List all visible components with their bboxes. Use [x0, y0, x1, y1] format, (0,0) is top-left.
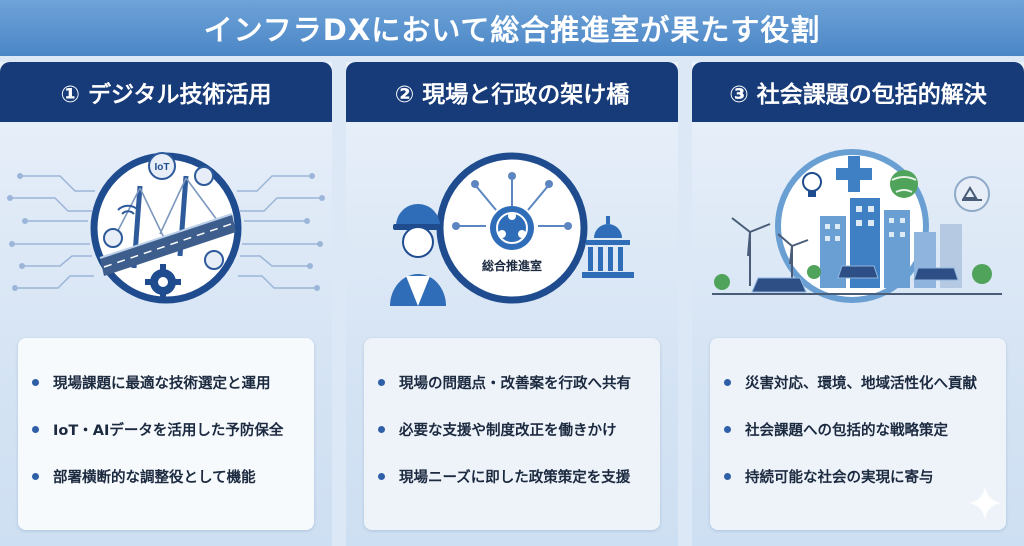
- list-item: 社会課題への包括的な戦略策定: [724, 419, 1006, 439]
- idea-lightbulb-icon: [802, 172, 822, 197]
- column-header: ① デジタル技術活用: [0, 62, 332, 122]
- iot-tag-icon: IoT: [148, 152, 176, 180]
- medical-cross-icon: [836, 156, 872, 192]
- sparkle-icon: [968, 486, 1002, 520]
- government-building-icon: [582, 216, 634, 278]
- circuit-lines-icon: [10, 175, 322, 289]
- list-item: 現場ニーズに即した政策策定を支援: [378, 466, 660, 486]
- bullet-panel: 現場課題に最適な技術選定と運用 IoT・AIデータを活用した予防保全 部署横断的…: [18, 338, 314, 530]
- column-header: ③ 社会課題の包括的解決: [692, 62, 1024, 122]
- title-banner: インフラDXにおいて総合推進室が果たす役割: [0, 0, 1024, 56]
- list-item: 現場課題に最適な技術選定と運用: [32, 372, 314, 392]
- bullet-icon: [378, 472, 385, 480]
- bullet-icon: [32, 472, 39, 480]
- bullet-panel: 現場の問題点・改善案を行政へ共有 必要な支援や制度改正を働きかけ 現場ニーズに即…: [364, 338, 660, 530]
- bullet-icon: [378, 378, 385, 386]
- list-item: 災害対応、環境、地域活性化へ貢献: [724, 372, 1006, 392]
- globe-leaf-icon: [890, 170, 918, 198]
- sensor-icon: [194, 166, 214, 186]
- list-item: 部署横断的な調整役として機能: [32, 466, 314, 486]
- bullet-panel: 災害対応、環境、地域活性化へ貢献 社会課題への包括的な戦略策定 持続可能な社会の…: [710, 338, 1006, 530]
- column-social-issues: ③ 社会課題の包括的解決 災害: [692, 62, 1024, 546]
- bullet-icon: [378, 425, 385, 433]
- bullet-icon: [32, 425, 39, 433]
- network-lines-icon: [458, 178, 566, 227]
- column-header: ② 現場と行政の架け橋: [346, 62, 678, 122]
- list-item: 持続可能な社会の実現に寄与: [724, 466, 1006, 486]
- hub-illustration: 総合推進室: [390, 152, 634, 306]
- list-item: IoT・AIデータを活用した予防保全: [32, 419, 314, 439]
- team-hub-icon: [490, 206, 534, 250]
- tree-icon: [714, 264, 992, 290]
- column-digital-tech: ① デジタル技術活用 IoT: [0, 62, 332, 546]
- bullet-icon: [724, 425, 731, 433]
- list-item: 必要な支援や制度改正を働きかけ: [378, 419, 660, 439]
- column-bridge-role: ② 現場と行政の架け橋 総合推進室 現場の問題点・: [346, 62, 678, 546]
- column-heading: ① デジタル技術活用: [60, 82, 272, 108]
- page-title: インフラDXにおいて総合推進室が果たす役割: [203, 13, 821, 47]
- hub-label: 総合推進室: [482, 258, 542, 273]
- lightbulb-icon: [204, 250, 224, 270]
- wifi-icon: [117, 204, 139, 215]
- solar-panel-icon: [751, 265, 959, 293]
- bullet-icon: [32, 378, 39, 386]
- gear-icon: [145, 264, 181, 300]
- worker-icon: [390, 204, 446, 306]
- sustainable-city-illustration: [712, 149, 1002, 303]
- column-heading: ② 現場と行政の架け橋: [394, 82, 630, 108]
- bullet-icon: [724, 472, 731, 480]
- iot-tag-label: IoT: [155, 162, 170, 173]
- list-item: 現場の問題点・改善案を行政へ共有: [378, 372, 660, 392]
- column-heading: ③ 社会課題の包括的解決: [729, 82, 987, 108]
- bridge-iot-illustration: IoT: [7, 152, 325, 304]
- recycle-icon: [954, 176, 990, 212]
- signal-node-icon: [103, 228, 123, 248]
- bridge-icon: [99, 175, 236, 276]
- bullet-icon: [724, 378, 731, 386]
